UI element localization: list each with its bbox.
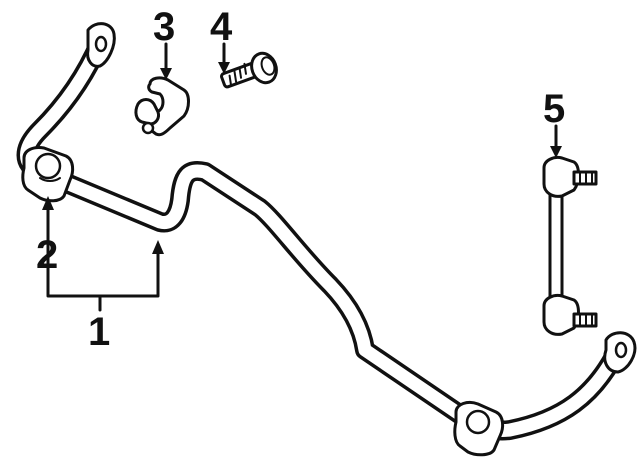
bracket-bolt[interactable] <box>220 50 281 89</box>
callout-1-right-arrowhead <box>152 240 164 254</box>
stabilizer-link[interactable] <box>542 156 598 336</box>
callout-1-leader <box>42 196 164 312</box>
callout-4: 4 <box>210 5 233 49</box>
callout-5: 5 <box>543 87 565 131</box>
right-bushing[interactable] <box>453 400 505 457</box>
callout-2: 2 <box>36 233 58 277</box>
callout-5-leader <box>550 124 562 158</box>
callout-1-left-arrowhead <box>42 196 54 210</box>
bushing-bracket[interactable] <box>134 76 190 137</box>
left-bushing[interactable] <box>21 146 75 203</box>
callout-1: 1 <box>88 310 110 354</box>
callout-3-leader <box>160 42 172 80</box>
callout-3: 3 <box>153 5 175 49</box>
stabilizer-bar[interactable] <box>16 22 637 441</box>
callout-4-leader <box>218 42 230 74</box>
